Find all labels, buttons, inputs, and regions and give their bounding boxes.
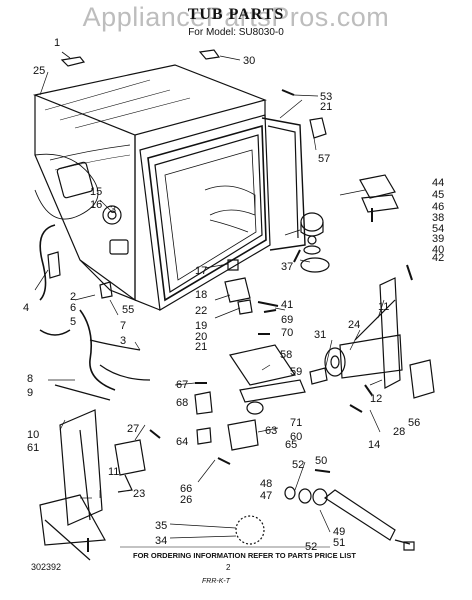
part-callout-40: 40 bbox=[432, 244, 445, 256]
part-callout-25: 25 bbox=[33, 65, 46, 77]
page-number: 2 bbox=[226, 563, 231, 572]
part-callout-4: 4 bbox=[23, 302, 30, 314]
part-callout-15: 15 bbox=[90, 186, 103, 198]
part-callout-17: 17 bbox=[195, 265, 208, 277]
part-68 bbox=[195, 392, 212, 414]
part-callout-53: 53 bbox=[320, 91, 333, 103]
part-callout-59: 59 bbox=[290, 366, 303, 378]
part-callout-39: 39 bbox=[432, 233, 445, 245]
part-31 bbox=[310, 368, 327, 384]
part-callout-10: 10 bbox=[27, 429, 40, 441]
part-callout-37: 37 bbox=[281, 261, 294, 273]
part-callout-20: 20 bbox=[195, 331, 208, 343]
part-63 bbox=[228, 420, 258, 450]
part-callout-18: 18 bbox=[195, 289, 208, 301]
part-callout-23: 23 bbox=[133, 488, 146, 500]
part-callout-14: 14 bbox=[368, 439, 381, 451]
diagram-title: TUB PARTS bbox=[187, 6, 285, 23]
part-callout-3: 3 bbox=[120, 335, 127, 347]
part-callout-51: 51 bbox=[333, 537, 346, 549]
part-callout-9: 9 bbox=[27, 387, 34, 399]
part-callout-69: 69 bbox=[281, 314, 294, 326]
part-callout-21: 21 bbox=[320, 101, 333, 113]
part-callout-11: 11 bbox=[378, 301, 390, 313]
part-callout-44: 44 bbox=[432, 177, 445, 189]
part-callout-27: 27 bbox=[127, 423, 140, 435]
part-callout-68: 68 bbox=[176, 397, 189, 409]
part-callout-49: 49 bbox=[333, 526, 346, 538]
hose-assembly bbox=[40, 225, 150, 400]
part-callout-30: 30 bbox=[243, 55, 256, 67]
part-callout-66: 66 bbox=[180, 483, 193, 495]
part-40 bbox=[301, 258, 329, 272]
part-callout-45: 45 bbox=[432, 189, 445, 201]
part-callout-47: 47 bbox=[260, 490, 273, 502]
part-callout-56: 56 bbox=[408, 417, 421, 429]
part-callout-67: 67 bbox=[176, 379, 189, 391]
leader-lines bbox=[35, 72, 384, 532]
part-callout-61: 61 bbox=[27, 442, 40, 454]
part-27 bbox=[115, 440, 145, 475]
part-callout-41: 41 bbox=[281, 299, 294, 311]
part-callout-28: 28 bbox=[393, 426, 406, 438]
part-callout-38: 38 bbox=[432, 212, 445, 224]
watermark: AppliancePartsPros.com bbox=[82, 2, 390, 32]
part-callout-1: 1 bbox=[54, 37, 61, 49]
part-callout-64: 64 bbox=[176, 436, 189, 448]
part-callout-26: 26 bbox=[180, 494, 193, 506]
part-callout-34: 34 bbox=[155, 535, 168, 547]
part-callout-58: 58 bbox=[280, 349, 293, 361]
part-callout-46: 46 bbox=[432, 201, 445, 213]
part-callout-42: 42 bbox=[432, 252, 445, 264]
part-17 bbox=[228, 260, 238, 270]
part-callout-57: 57 bbox=[318, 153, 331, 165]
part-callout-31: 31 bbox=[314, 329, 327, 341]
part-56 bbox=[410, 360, 434, 398]
part-callout-21: 21 bbox=[195, 341, 208, 353]
part-clip bbox=[62, 57, 84, 66]
part-callout-6: 6 bbox=[70, 302, 77, 314]
part-callout-50: 50 bbox=[315, 455, 328, 467]
part-callout-60: 60 bbox=[290, 431, 303, 443]
part-callout-65: 65 bbox=[285, 439, 298, 451]
part-callout-5: 5 bbox=[70, 316, 77, 328]
part-58 bbox=[230, 345, 295, 385]
part-callout-71: 71 bbox=[290, 417, 303, 429]
part-callout-52: 52 bbox=[292, 459, 305, 471]
part-callout-22: 22 bbox=[195, 305, 208, 317]
part-callout-48: 48 bbox=[260, 478, 273, 490]
lower-frame bbox=[40, 410, 105, 560]
part-callout-63: 63 bbox=[265, 425, 278, 437]
part-callout-12: 12 bbox=[370, 393, 383, 405]
part-48 bbox=[285, 487, 295, 499]
model-line: For Model: SU8030-0 bbox=[188, 27, 284, 38]
part-callout-24: 24 bbox=[348, 319, 361, 331]
part-57 bbox=[310, 118, 326, 138]
part-callout-2: 2 bbox=[70, 291, 77, 303]
tub-assembly bbox=[35, 65, 305, 310]
part-callout-52: 52 bbox=[305, 541, 318, 553]
part-callout-11: 11 bbox=[108, 466, 120, 478]
part-18 bbox=[225, 278, 250, 302]
part-callout-70: 70 bbox=[281, 327, 294, 339]
part-30 bbox=[200, 50, 219, 59]
part-35 bbox=[236, 516, 264, 544]
part-callout-7: 7 bbox=[120, 320, 127, 332]
revision-code: FRR-K-T bbox=[202, 578, 230, 585]
part-51 bbox=[325, 490, 395, 540]
part-callout-3: 3 bbox=[110, 204, 117, 216]
drawing-number: 302392 bbox=[31, 562, 62, 572]
part-callout-16: 16 bbox=[90, 199, 103, 211]
part-callout-8: 8 bbox=[27, 373, 34, 385]
part-callout-54: 54 bbox=[432, 223, 445, 235]
part-24 bbox=[325, 348, 345, 376]
part-callout-35: 35 bbox=[155, 520, 168, 532]
part-44 bbox=[360, 175, 395, 198]
part-callout-19: 19 bbox=[195, 320, 208, 332]
ordering-note: FOR ORDERING INFORMATION REFER TO PARTS … bbox=[133, 551, 356, 560]
right-bracket bbox=[340, 278, 434, 412]
part-callout-55: 55 bbox=[122, 304, 135, 316]
